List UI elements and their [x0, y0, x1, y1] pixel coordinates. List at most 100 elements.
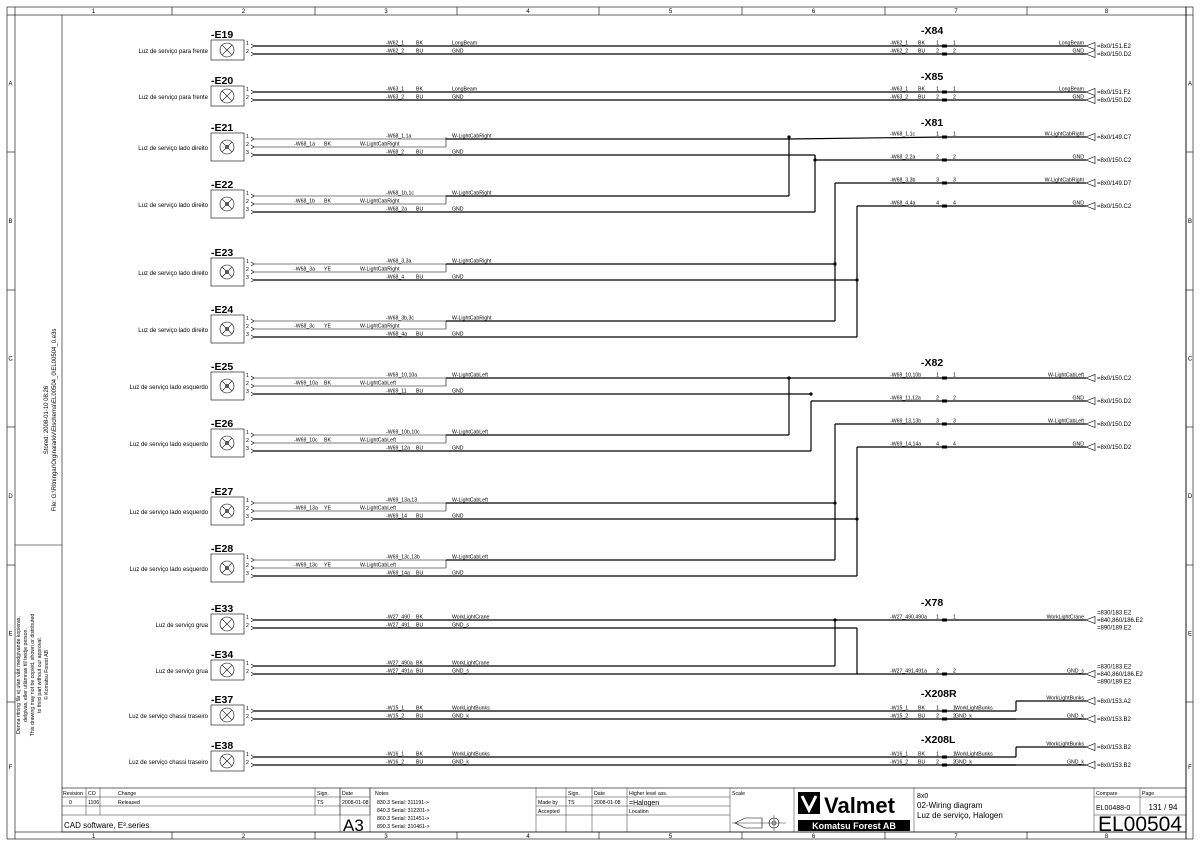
wire-tag: -W69_13c	[294, 563, 318, 569]
pin-number: 1	[246, 259, 249, 265]
pin-contact	[250, 565, 255, 571]
wire-signal: W-LightCabRight	[452, 191, 492, 197]
wire-color: BU	[416, 514, 423, 520]
pin-number: 1	[246, 134, 249, 140]
wire-color: YE	[324, 267, 331, 273]
lamp-housing	[210, 132, 245, 162]
pin-contact	[250, 440, 255, 446]
pin-contact	[250, 625, 255, 631]
label: Location	[629, 809, 649, 815]
cross-reference: =8x0/149.D7	[1097, 181, 1132, 187]
junction-dot	[833, 618, 837, 622]
terminal-color: BK	[918, 87, 925, 93]
terminal-pin: 1	[936, 615, 939, 621]
lamp-icon	[219, 88, 235, 104]
terminal-pin: 3	[936, 178, 939, 184]
wire-signal: GND_s	[452, 623, 469, 629]
cross-reference: =890/189.E2	[1097, 626, 1132, 632]
lamp-icon-cross	[221, 562, 233, 574]
wire-tag: -W69_14	[386, 514, 407, 520]
column-number: 6	[812, 834, 816, 840]
off-page-arrow	[1085, 96, 1096, 104]
lamp-icon	[219, 139, 235, 155]
wire-tag: -W68_3a	[294, 267, 315, 273]
wire-tag: -W15_1	[386, 706, 404, 712]
lamp-icon	[219, 42, 235, 58]
document-title-line: 8x0	[917, 793, 928, 800]
off-page-arrow	[1085, 397, 1096, 405]
document-title-line: Luz de serviço, Halogen	[917, 811, 1003, 820]
reference-signal: LongBeam	[1059, 87, 1084, 93]
wire-tag: -W69_10c	[294, 438, 318, 444]
wire-tag: -W16_1	[386, 752, 404, 758]
lamp-icon-center	[225, 566, 229, 570]
terminal-pin: 1	[953, 41, 956, 47]
reference-signal: GND_s	[1067, 669, 1084, 675]
terminal-pin: 2	[953, 714, 956, 720]
terminal-pin: 2	[936, 396, 939, 402]
off-page-arrow	[1085, 616, 1096, 624]
column-number: 4	[526, 834, 530, 840]
row-letter: C	[8, 357, 13, 363]
wire-color: BU	[416, 669, 423, 675]
terminal-pin-block	[942, 98, 947, 102]
cross-reference: =8x0/150.D2	[1097, 422, 1132, 428]
lamp-icon-center	[225, 327, 229, 331]
pin-number: 2	[246, 324, 249, 330]
terminal-pin-block	[942, 376, 947, 380]
label: Change	[118, 791, 136, 797]
wire-color: BU	[416, 95, 423, 101]
terminal-pin: 1	[936, 132, 939, 138]
reference-signal: W-LightCabRight	[1045, 132, 1085, 138]
cross-reference: =8x0/153.B2	[1097, 745, 1132, 751]
lamp-tag: -E28	[211, 543, 233, 555]
reference-signal: WorkLightBunks	[1046, 696, 1084, 702]
lamp-icon-cross	[221, 198, 233, 210]
wire-color: BU	[416, 150, 423, 156]
column-number: 4	[526, 9, 530, 15]
lamp-tag: -E20	[211, 75, 233, 87]
pin-number: 2	[246, 563, 249, 569]
wire-color: BU	[416, 332, 423, 338]
wire-signal: GND	[452, 95, 464, 101]
pin-contact	[250, 671, 255, 677]
cross-reference: =8x0/153.A2	[1097, 699, 1132, 705]
reference-signal: GND_k	[1067, 714, 1084, 720]
pin-contact	[250, 762, 255, 768]
wire-color: BK	[416, 661, 423, 667]
wire-color: YE	[324, 506, 331, 512]
wire-color: BK	[324, 199, 331, 205]
brand-subtitle: Komatsu Forest AB	[812, 821, 896, 831]
note-line: 860.3 Serial: 311451->	[377, 816, 429, 822]
wire-color: YE	[324, 324, 331, 330]
wire-signal: GND	[452, 389, 464, 395]
pin-contact	[250, 391, 255, 397]
terminal-pin-block	[942, 44, 947, 48]
wire-signal: W-LightCabLeft	[360, 506, 397, 512]
label: Accepted	[538, 809, 560, 815]
terminal-pin: 3	[953, 419, 956, 425]
label: Scale	[732, 791, 745, 797]
wire-color: BU	[416, 571, 423, 577]
lamp-tag: -E34	[211, 649, 233, 661]
lamp-icon-cross	[221, 505, 233, 517]
lamp-icon	[219, 321, 235, 337]
terminal-pin: 1	[953, 615, 956, 621]
wire-color: BK	[416, 752, 423, 758]
reference-signal: GND	[1072, 442, 1084, 448]
lamp-icon	[219, 196, 235, 212]
pin-number: 1	[246, 706, 249, 712]
pin-contact	[250, 89, 255, 95]
junction-dot	[855, 517, 859, 521]
label: 2008-01-08	[342, 800, 369, 806]
terminal-pin-block	[942, 672, 947, 676]
wire-color: BK	[416, 41, 423, 47]
pin-number: 3	[246, 332, 249, 338]
